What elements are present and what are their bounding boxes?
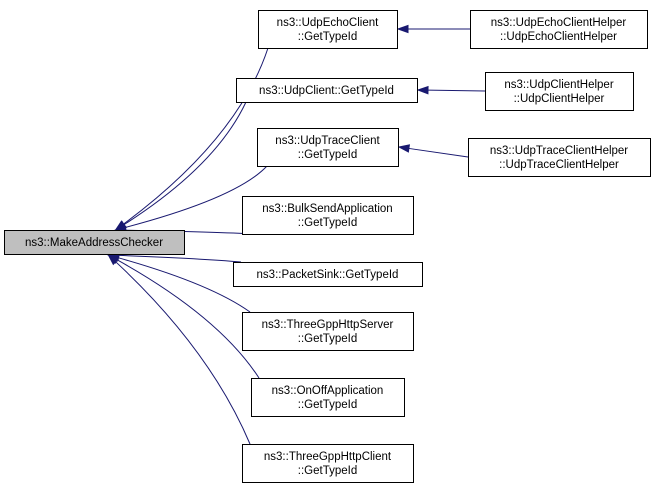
node-label-line: ns3::UdpTraceClientHelper — [490, 145, 628, 157]
node-three-gpp-http-server-gettypeid[interactable]: ns3::ThreeGppHttpServer::GetTypeId — [242, 312, 414, 351]
node-box — [470, 10, 648, 49]
node-label-line: ns3::OnOffApplication — [272, 385, 384, 397]
node-label-line: ::UdpClientHelper — [514, 93, 605, 105]
node-label-line: ::GetTypeId — [298, 217, 357, 229]
node-label-line: ns3::PacketSink::GetTypeId — [257, 269, 399, 281]
node-label-line: ns3::MakeAddressChecker — [25, 237, 163, 249]
edge-udp-trace-client-gettypeid-to-make-address-checker — [125, 165, 268, 228]
node-make-address-checker[interactable]: ns3::MakeAddressChecker — [4, 230, 185, 255]
node-bulk-send-application-gettypeid[interactable]: ns3::BulkSendApplication::GetTypeId — [242, 196, 414, 235]
edge-on-off-application-gettypeid-to-make-address-checker — [116, 259, 260, 379]
edge-arrowhead — [416, 85, 429, 95]
edge-three-gpp-http-server-gettypeid-to-make-address-checker — [117, 257, 251, 313]
node-label-line: ::UdpEchoClientHelper — [500, 31, 617, 43]
node-udp-client-helper[interactable]: ns3::UdpClientHelper::UdpClientHelper — [485, 72, 634, 111]
node-box — [4, 230, 185, 255]
node-label-line: ::GetTypeId — [298, 31, 357, 43]
edge-udp-trace-client-helper-to-udp-trace-client-gettypeid — [408, 147, 469, 158]
node-udp-echo-client-helper[interactable]: ns3::UdpEchoClientHelper::UdpEchoClientH… — [470, 10, 648, 49]
edge-packet-sink-gettypeid-to-make-address-checker — [118, 254, 242, 263]
edge-udp-client-helper-to-udp-client-gettypeid — [427, 89, 486, 92]
node-box — [257, 128, 399, 167]
node-label-line: ns3::BulkSendApplication — [262, 203, 392, 215]
node-label-line: ::GetTypeId — [298, 333, 357, 345]
node-label-line: ns3::UdpEchoClient — [277, 17, 379, 29]
node-packet-sink-gettypeid[interactable]: ns3::PacketSink::GetTypeId — [233, 262, 423, 287]
node-three-gpp-http-client-gettypeid[interactable]: ns3::ThreeGppHttpClient::GetTypeId — [242, 444, 414, 483]
node-label-line: ns3::UdpEchoClientHelper — [491, 17, 627, 29]
node-label-line: ::GetTypeId — [298, 399, 357, 411]
node-on-off-application-gettypeid[interactable]: ns3::OnOffApplication::GetTypeId — [251, 378, 405, 417]
node-label-line: ::GetTypeId — [298, 149, 357, 161]
edge-arrowhead — [107, 253, 120, 266]
node-box — [236, 78, 418, 103]
node-label-line: ns3::UdpClient::GetTypeId — [259, 85, 394, 97]
node-box — [485, 72, 634, 111]
node-box — [258, 10, 398, 49]
node-box — [233, 262, 423, 287]
node-box — [468, 138, 651, 177]
node-label-line: ns3::ThreeGppHttpClient — [264, 451, 392, 463]
node-udp-trace-client-helper[interactable]: ns3::UdpTraceClientHelper::UdpTraceClien… — [468, 138, 651, 177]
node-label-line: ns3::UdpTraceClient — [275, 135, 380, 147]
node-udp-trace-client-gettypeid[interactable]: ns3::UdpTraceClient::GetTypeId — [257, 128, 399, 167]
nodes-layer: ns3::MakeAddressChecker ns3::UdpEchoClien… — [4, 10, 651, 483]
node-label-line: ns3::ThreeGppHttpServer — [262, 319, 394, 331]
node-label-line: ::UdpTraceClientHelper — [499, 159, 619, 171]
edge-three-gpp-http-client-gettypeid-to-make-address-checker — [115, 261, 251, 445]
node-udp-client-gettypeid[interactable]: ns3::UdpClient::GetTypeId — [236, 78, 418, 103]
edge-udp-echo-client-gettypeid-to-make-address-checker — [123, 47, 269, 225]
node-box — [251, 378, 405, 417]
node-udp-echo-client-gettypeid[interactable]: ns3::UdpEchoClient::GetTypeId — [258, 10, 398, 49]
node-box — [242, 444, 414, 483]
edge-arrowhead — [396, 24, 409, 34]
node-box — [242, 196, 414, 235]
edge-udp-client-gettypeid-to-make-address-checker — [123, 101, 247, 226]
node-label-line: ns3::UdpClientHelper — [504, 79, 613, 91]
node-label-line: ::GetTypeId — [298, 465, 357, 477]
node-box — [242, 312, 414, 351]
edge-arrowhead — [397, 144, 411, 153]
